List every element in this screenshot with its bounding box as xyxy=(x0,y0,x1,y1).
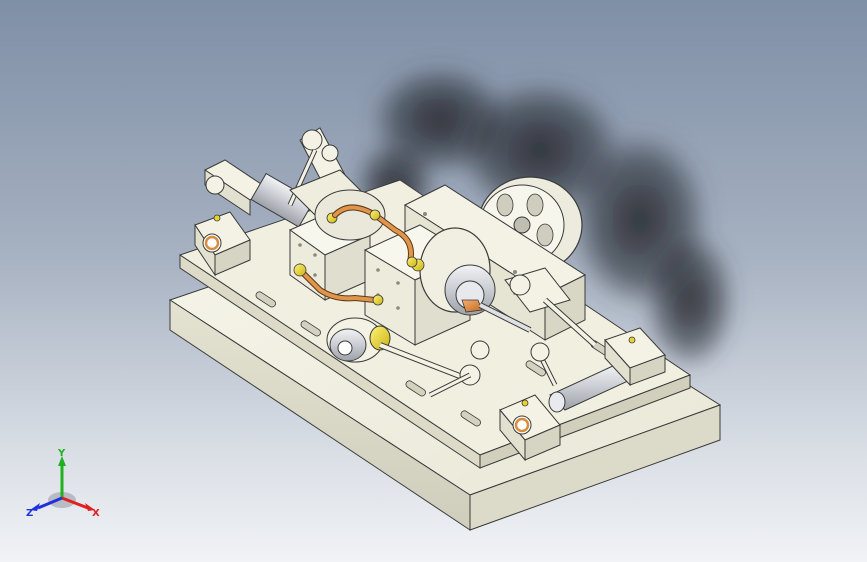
triad-y-arrow xyxy=(58,456,66,466)
right-rear-pillow-block[interactable] xyxy=(604,327,666,387)
triad-z-axis xyxy=(37,496,63,510)
triad-x-arrow xyxy=(85,503,95,511)
triad-y-label: Y xyxy=(57,448,66,459)
triad-x-label: X xyxy=(92,508,100,519)
eccentric-pulley[interactable] xyxy=(326,317,391,363)
front-cylinder[interactable] xyxy=(363,224,496,346)
triad-z-arrow xyxy=(30,503,40,511)
orientation-triad: Y X Z xyxy=(26,448,100,519)
right-pillow-block[interactable] xyxy=(499,394,561,462)
steam-pipes[interactable] xyxy=(293,204,418,306)
left-pillow-block[interactable] xyxy=(194,211,251,277)
triad-x-axis xyxy=(61,496,89,510)
triad-base xyxy=(48,492,76,508)
model-shadow xyxy=(355,65,735,370)
triad-z-label: Z xyxy=(26,508,33,519)
piston-rod-linkage[interactable] xyxy=(478,267,598,387)
connecting-rod[interactable] xyxy=(378,340,490,398)
